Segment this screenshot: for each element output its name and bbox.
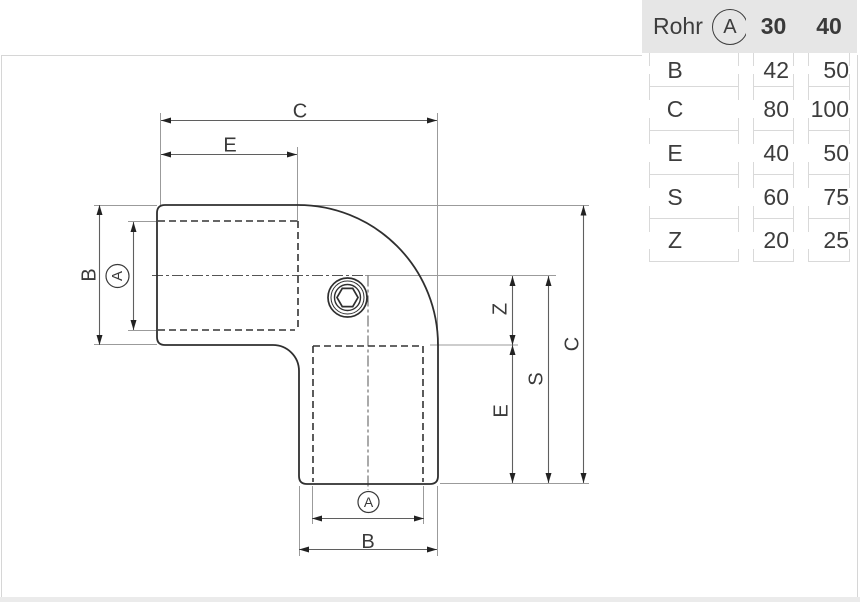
table-row-label-z: Z [642, 219, 746, 262]
tube-symbol-bottom-letter: A [364, 494, 374, 510]
table-header-size-40: 40 [801, 0, 857, 53]
table-row-label-c: C [642, 87, 746, 131]
label-b-left: B [78, 268, 100, 281]
table-header-rohr: Rohr A [642, 0, 748, 53]
table-cell-e-40: 50 [801, 131, 857, 175]
extension-lines [94, 113, 589, 556]
table-row-label-e: E [642, 131, 746, 175]
label-c-top: C [293, 100, 307, 122]
label-b-bottom: B [361, 531, 374, 553]
label-e-top: E [223, 134, 236, 156]
label-z-right: Z [489, 303, 511, 315]
table-cell-c-30: 80 [746, 87, 801, 131]
centerlines [152, 275, 369, 490]
tube-diameter-symbols: A A [105, 263, 380, 514]
table-cell-b-40: 50 [801, 53, 857, 87]
table-row-label-s: S [642, 175, 746, 219]
pipe-outline [156, 204, 439, 485]
dimension-lines [96, 117, 587, 553]
tube-diameter-symbol-header: A [711, 8, 748, 45]
label-s-right: S [525, 372, 547, 385]
drawing-area [1, 55, 858, 598]
table-cell-e-30: 40 [746, 131, 801, 175]
table-cell-s-40: 75 [801, 175, 857, 219]
set-screw-icon [327, 277, 368, 318]
tube-symbol-bottom: A [357, 490, 380, 514]
table-cell-z-30: 20 [746, 219, 801, 262]
table-cell-s-30: 60 [746, 175, 801, 219]
tube-symbol-left-letter: A [109, 271, 126, 281]
table-cell-z-40: 25 [801, 219, 857, 262]
table-header-size-30: 30 [746, 0, 801, 53]
table-header-rohr-label: Rohr [653, 13, 703, 39]
label-c-right: C [561, 337, 583, 351]
table-row-label-b: B [642, 53, 746, 87]
label-e-right: E [490, 404, 512, 417]
bore-dashed-lines [158, 220, 424, 482]
table-cell-c-40: 100 [801, 87, 857, 131]
page-bottom-strip [0, 597, 860, 602]
table-cell-b-30: 42 [746, 53, 801, 87]
dimension-labels: C E B Z E S C B [78, 100, 583, 553]
tube-symbol-left: A [105, 263, 130, 289]
dimension-table: Rohr A 30 40 B 42 50 C 80 100 E 40 50 S … [642, 0, 857, 262]
